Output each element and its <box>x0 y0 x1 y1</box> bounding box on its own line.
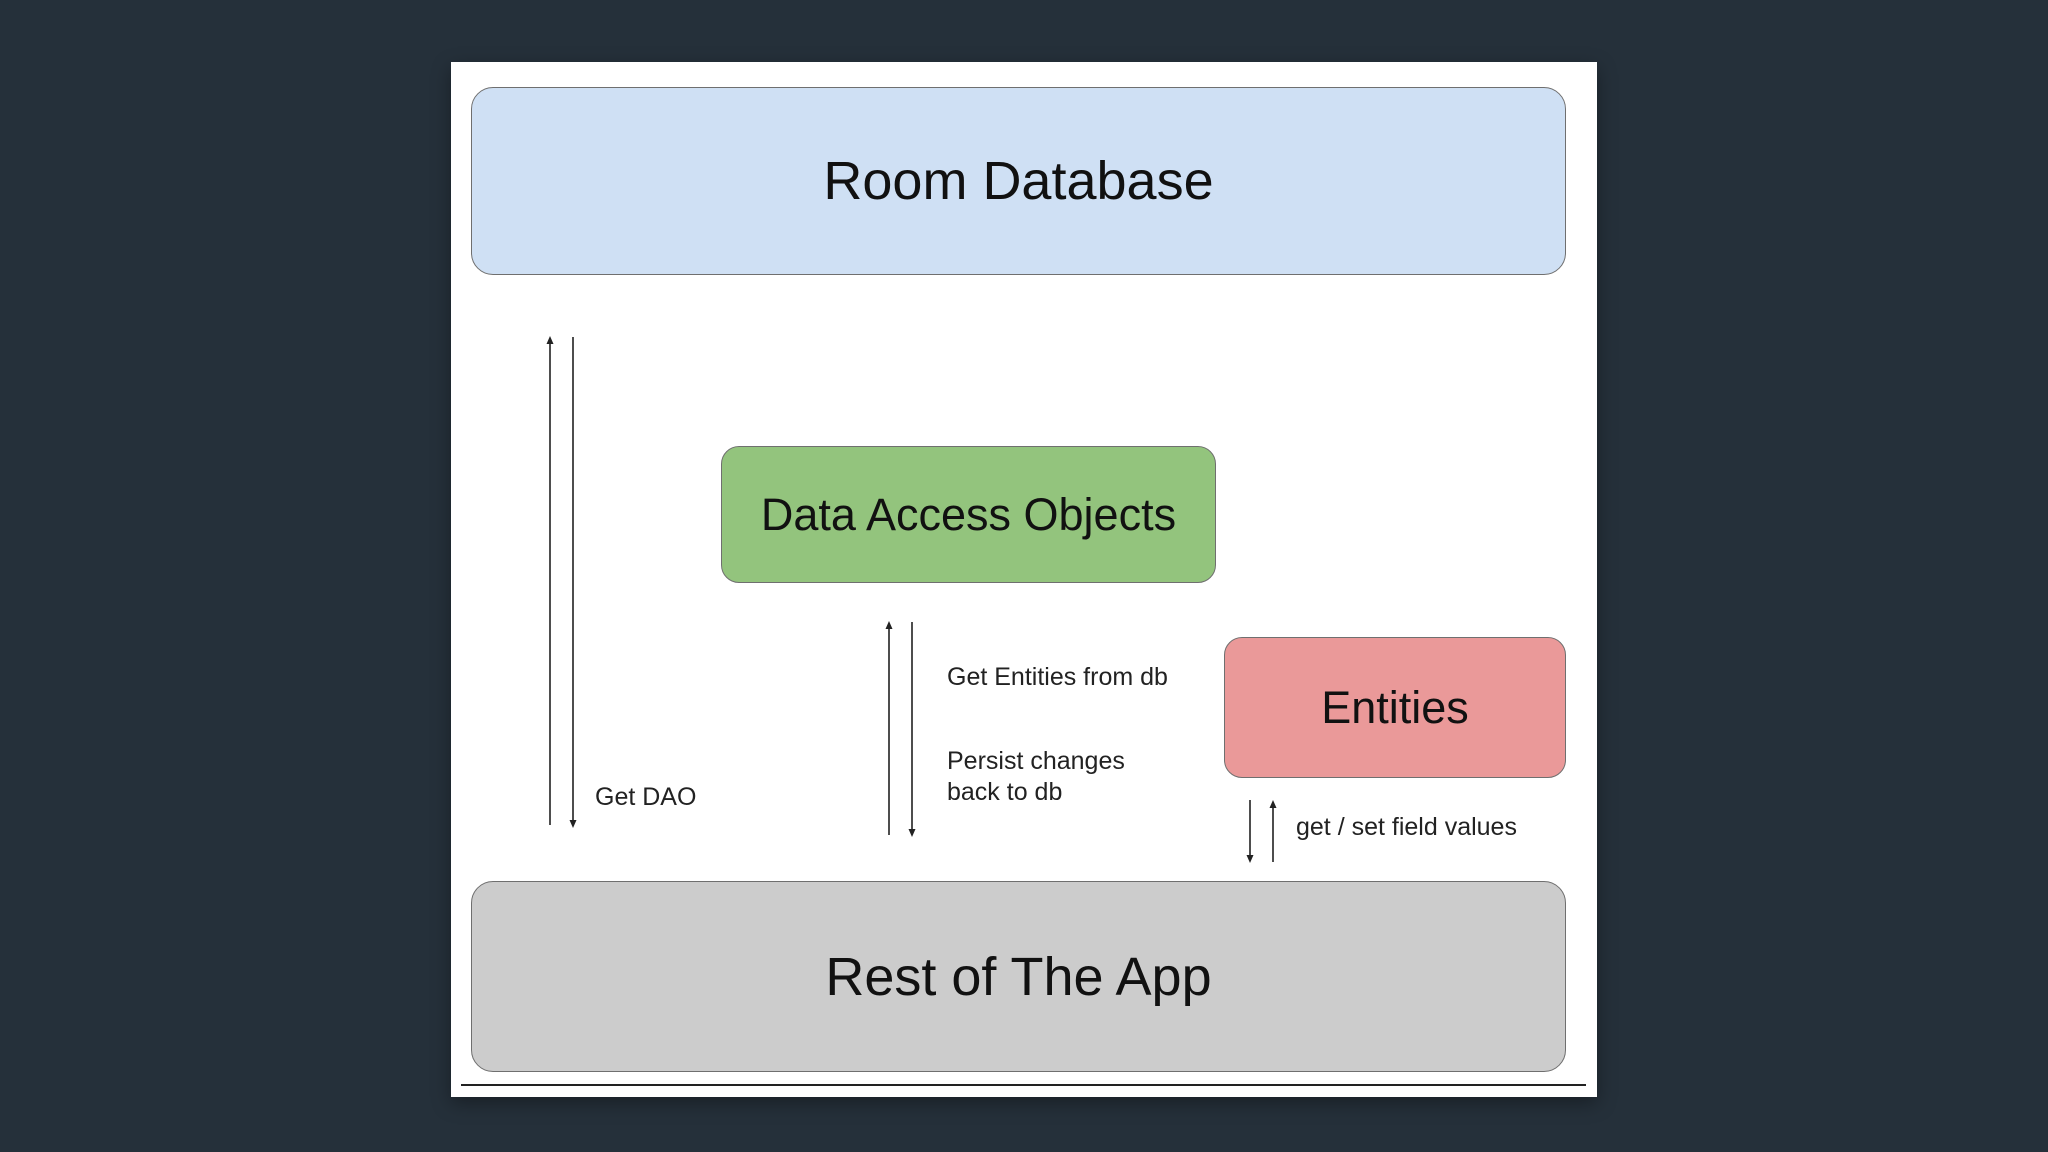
room-database-label: Room Database <box>823 151 1214 211</box>
bottom-rule <box>461 1084 1586 1086</box>
diagram-slide: Room Database Data Access Objects Entiti… <box>451 62 1597 1097</box>
entities-box: Entities <box>1224 637 1566 778</box>
persist-changes-label: Persist changes <box>947 747 1125 775</box>
persist-back-label: back to db <box>947 778 1063 806</box>
arrow-connectors <box>546 336 1277 863</box>
get-entities-label: Get Entities from db <box>947 663 1168 691</box>
data-access-objects-label: Data Access Objects <box>760 488 1177 540</box>
rest-of-app-box: Rest of The App <box>471 881 1566 1072</box>
field-values-label: get / set field values <box>1296 813 1517 841</box>
data-access-objects-box: Data Access Objects <box>721 446 1216 583</box>
room-database-box: Room Database <box>471 87 1566 275</box>
rest-of-app-label: Rest of The App <box>825 946 1212 1007</box>
get-dao-label: Get DAO <box>595 783 697 811</box>
entities-label: Entities <box>1321 681 1469 733</box>
